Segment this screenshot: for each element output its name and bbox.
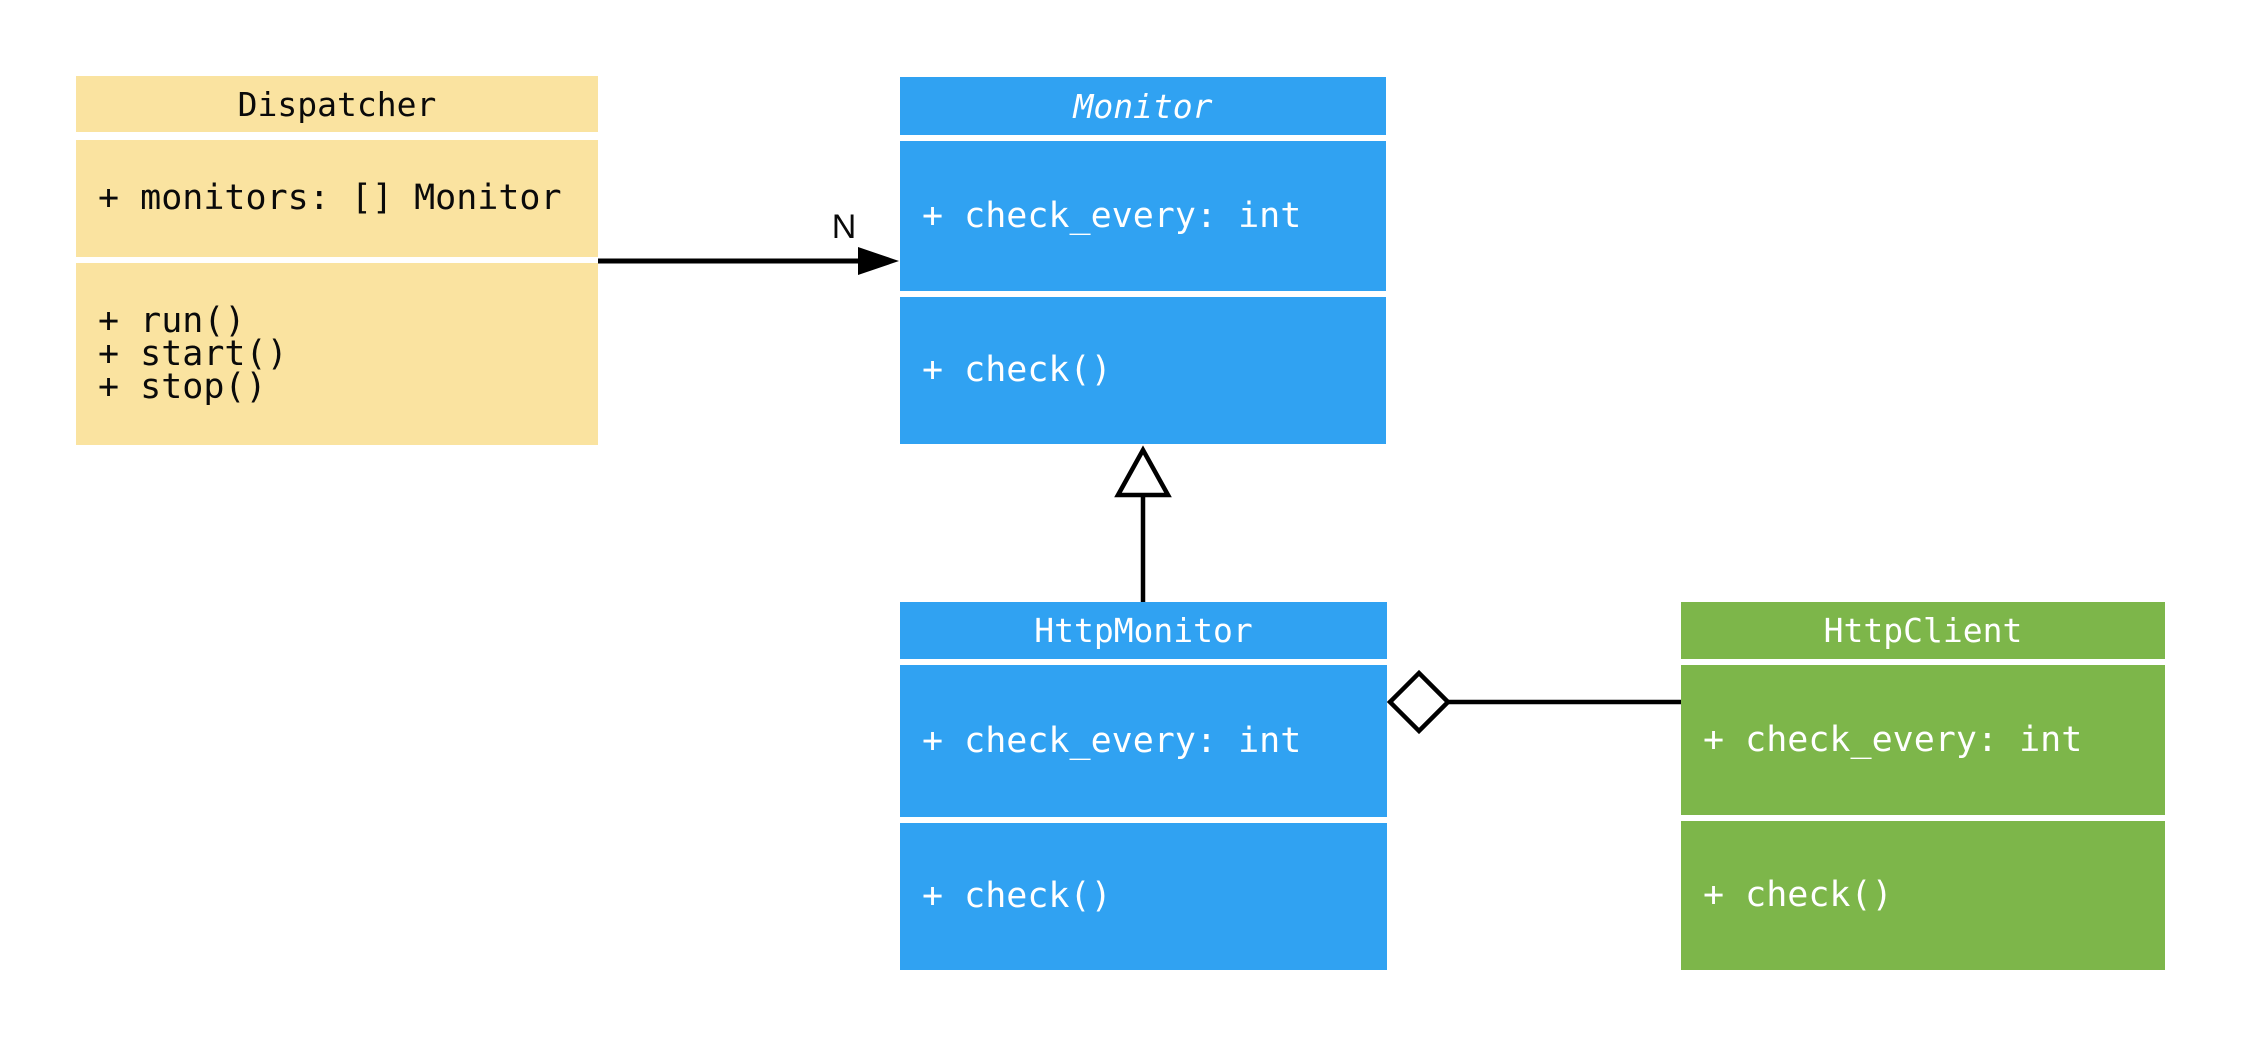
class-title-bar: Monitor	[900, 77, 1386, 135]
class-attributes-section: + check_every: int	[900, 665, 1387, 817]
method: + check()	[1703, 875, 1893, 915]
method: + stop()	[98, 366, 267, 407]
association-dispatcher-monitor[interactable]	[598, 247, 899, 275]
class-methods-section: + check()	[900, 823, 1387, 970]
class-name: HttpClient	[1823, 611, 2023, 650]
attribute: + check_every: int	[922, 720, 1302, 761]
class-monitor[interactable]: Monitor + check_every: int + check()	[900, 77, 1386, 444]
class-methods-section: + run() + start() + stop()	[76, 263, 598, 445]
class-httpmonitor[interactable]: HttpMonitor + check_every: int + check()	[900, 602, 1387, 970]
class-name: Monitor	[1073, 86, 1213, 126]
method: + check()	[922, 350, 1112, 390]
class-name: Dispatcher	[237, 84, 437, 124]
class-attributes-section: + monitors: [] Monitor	[76, 140, 598, 257]
class-dispatcher[interactable]: Dispatcher + monitors: [] Monitor + run(…	[76, 76, 598, 445]
class-methods-section: + check()	[1681, 821, 2165, 970]
class-attributes-section: + check_every: int	[900, 141, 1386, 291]
class-title-bar: Dispatcher	[76, 76, 598, 132]
inheritance-triangle-icon	[1114, 445, 1172, 498]
aggregation-httpmonitor-httpclient[interactable]	[1386, 669, 1681, 735]
attribute: + check_every: int	[1703, 719, 2083, 760]
class-httpclient[interactable]: HttpClient + check_every: int + check()	[1681, 602, 2165, 970]
class-title-bar: HttpMonitor	[900, 602, 1387, 659]
class-name: HttpMonitor	[1034, 611, 1253, 650]
attribute: + monitors: [] Monitor	[98, 178, 562, 218]
method: + start()	[98, 333, 288, 374]
inheritance-httpmonitor-monitor[interactable]	[1114, 445, 1172, 602]
method: + check()	[922, 876, 1112, 916]
class-attributes-section: + check_every: int	[1681, 665, 2165, 815]
method: + run()	[98, 300, 246, 341]
class-methods-section: + check()	[900, 297, 1386, 444]
class-title-bar: HttpClient	[1681, 602, 2165, 659]
attribute: + check_every: int	[922, 195, 1302, 236]
multiplicity-label: N	[831, 208, 857, 246]
aggregation-diamond-icon	[1386, 669, 1452, 735]
association-arrowhead-icon	[858, 247, 899, 275]
